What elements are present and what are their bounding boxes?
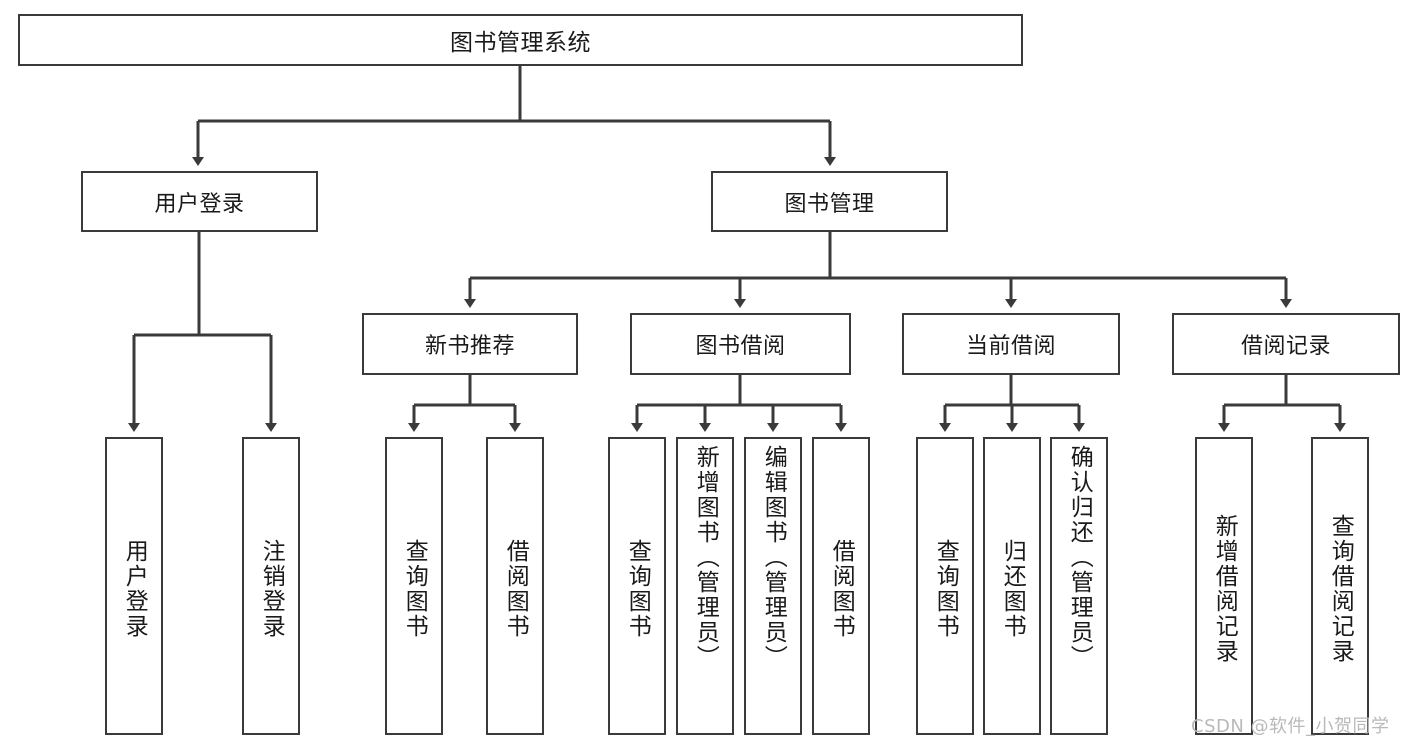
leaf-return-book[interactable]: 归还图书 [983, 437, 1041, 735]
node-label: 借阅图书 [502, 539, 529, 639]
node-label: 查询借阅记录 [1327, 514, 1354, 664]
node-label: 图书管理系统 [450, 30, 591, 56]
leaf-query-book-newbook[interactable]: 查询图书 [385, 437, 443, 735]
node-label: 归还图书 [999, 539, 1026, 639]
csdn-watermark: CSDN @软件_小贺同学 [1191, 716, 1390, 737]
node-book-borrow[interactable]: 图书借阅 [630, 313, 851, 375]
node-label: 编辑图书（管理员） [760, 445, 787, 670]
node-label: 借阅图书 [828, 539, 855, 639]
node-label: 查询图书 [932, 539, 959, 639]
node-label: 借阅记录 [1240, 334, 1331, 359]
node-current-borrow[interactable]: 当前借阅 [902, 313, 1120, 375]
leaf-query-book-borrow[interactable]: 查询图书 [608, 437, 666, 735]
node-label: 注销登录 [258, 539, 285, 639]
leaf-user-login[interactable]: 用户登录 [105, 437, 163, 735]
node-label: 新增图书（管理员） [692, 445, 719, 670]
leaf-edit-book-admin[interactable]: 编辑图书（管理员） [744, 437, 802, 735]
leaf-query-borrow-record[interactable]: 查询借阅记录 [1311, 437, 1369, 735]
node-label: 新书推荐 [424, 334, 515, 359]
node-root-system[interactable]: 图书管理系统 [18, 14, 1023, 66]
leaf-add-book-admin[interactable]: 新增图书（管理员） [676, 437, 734, 735]
node-user-login[interactable]: 用户登录 [81, 171, 318, 232]
node-label: 查询图书 [624, 539, 651, 639]
leaf-add-borrow-record[interactable]: 新增借阅记录 [1195, 437, 1253, 735]
node-label: 当前借阅 [965, 334, 1056, 359]
node-label: 新增借阅记录 [1211, 514, 1238, 664]
leaf-user-logout[interactable]: 注销登录 [242, 437, 300, 735]
node-label: 用户登录 [154, 191, 245, 217]
node-label: 查询图书 [401, 539, 428, 639]
node-borrow-record[interactable]: 借阅记录 [1172, 313, 1400, 375]
node-label: 图书管理 [784, 191, 875, 217]
leaf-query-book-current[interactable]: 查询图书 [916, 437, 974, 735]
node-label: 图书借阅 [695, 334, 786, 359]
node-book-management[interactable]: 图书管理 [711, 171, 948, 232]
node-label: 用户登录 [121, 539, 148, 639]
leaf-borrow-book-newbook[interactable]: 借阅图书 [486, 437, 544, 735]
node-label: 确认归还（管理员） [1066, 445, 1093, 670]
leaf-borrow-book-borrow[interactable]: 借阅图书 [812, 437, 870, 735]
node-new-book-recommend[interactable]: 新书推荐 [362, 313, 578, 375]
leaf-confirm-return-admin[interactable]: 确认归还（管理员） [1050, 437, 1108, 735]
